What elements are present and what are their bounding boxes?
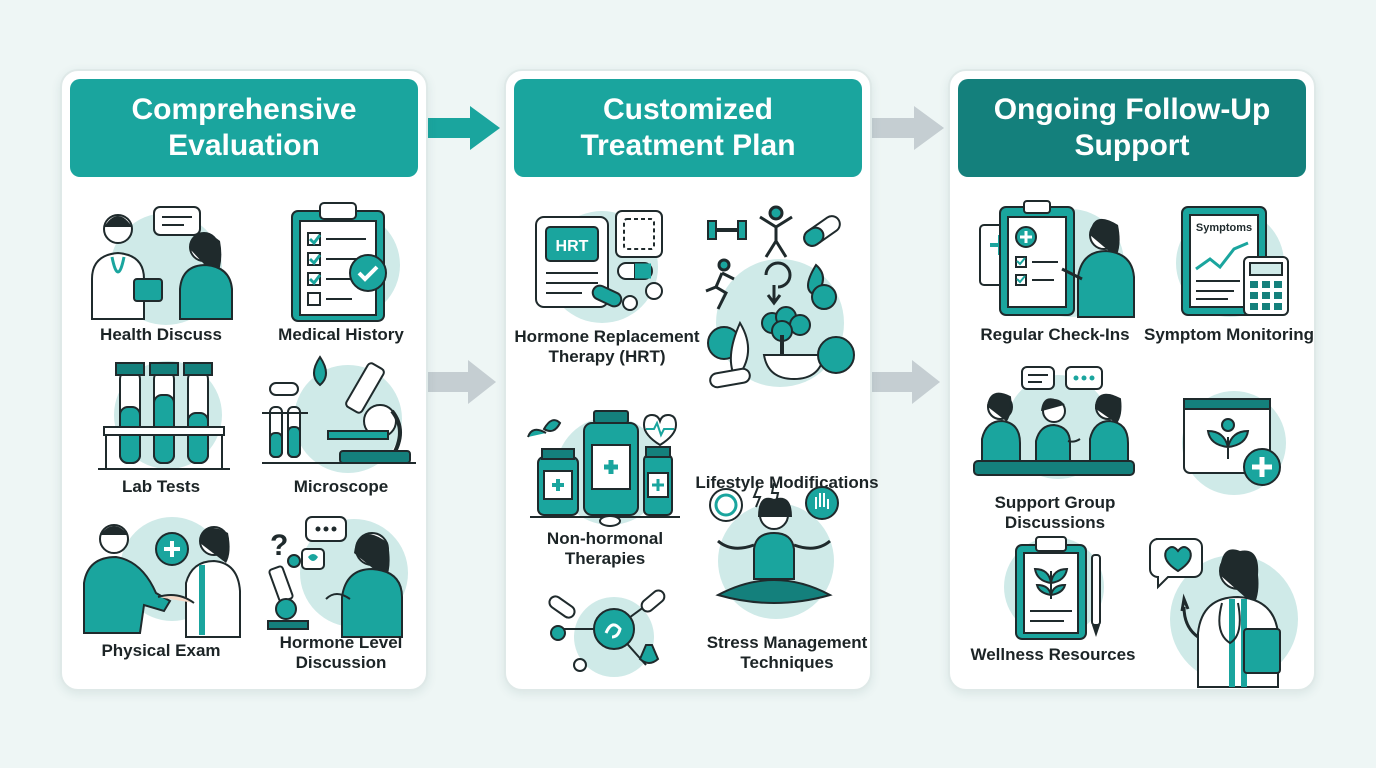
item-label: Support Group Discussions (994, 493, 1116, 532)
flow-arrow-1-middle (428, 360, 496, 404)
svg-text:?: ? (270, 529, 288, 562)
check-in-clipboard-icon (979, 200, 1135, 318)
item-label: Non-hormonal Therapies (546, 529, 664, 568)
item-label: Lab Tests (121, 477, 201, 496)
column-title: Customized Treatment Plan (514, 79, 862, 177)
symptoms-badge: Symptoms (1196, 222, 1252, 234)
item-label: Medical History (278, 325, 404, 344)
item-label: Stress Management Techniques (706, 633, 868, 672)
item-label: Lifestyle Modifications (695, 473, 879, 492)
flow-arrow-2-middle (872, 360, 940, 404)
wellness-monitor-icon (1182, 391, 1286, 495)
test-tubes-icon (98, 361, 230, 470)
item-label: Symptom Monitoring (1144, 325, 1314, 344)
column-customized-treatment-plan: Customized Treatment Plan HRT Hormone Re… (504, 69, 879, 691)
item-label: Wellness Resources (970, 645, 1136, 664)
doctor-heart-icon (1149, 538, 1298, 688)
column-title: Ongoing Follow-Up Support (958, 79, 1306, 177)
physical-exam-icon (83, 517, 241, 638)
doctor-patient-conversation-icon (91, 206, 233, 325)
symptom-chart-calculator-icon: Symptoms (1176, 206, 1289, 317)
molecule-therapy-icon (548, 589, 666, 677)
hrt-patch-pills-icon: HRT (535, 210, 663, 323)
item-label: Hormone Replacement Therapy (HRT) (514, 327, 700, 366)
item-label: Microscope (293, 477, 389, 496)
item-label: Hormone Level Discussion (279, 633, 403, 672)
item-label: Health Discuss (100, 325, 222, 344)
hormone-discussion-icon: ? (267, 516, 408, 638)
lifestyle-fitness-food-icon (705, 205, 855, 389)
item-label: Physical Exam (101, 641, 221, 660)
support-group-icon (973, 366, 1135, 479)
flow-arrow-2-top (860, 106, 944, 150)
column-title: Comprehensive Evaluation (70, 79, 418, 177)
column-comprehensive-evaluation: Comprehensive Evaluation Health Discuss (60, 69, 428, 691)
flow-arrow-1-top (416, 106, 500, 150)
microscope-icon (262, 355, 416, 473)
wellness-clipboard-icon (1004, 536, 1104, 640)
item-label: Regular Check-Ins (980, 325, 1130, 344)
hrt-badge: HRT (556, 238, 589, 255)
column-ongoing-follow-up-support: Ongoing Follow-Up Support Regular Check-… (948, 69, 1316, 691)
meditation-icon (709, 482, 839, 619)
medicine-bottles-icon (527, 410, 680, 527)
clipboard-checklist-icon (291, 202, 400, 322)
